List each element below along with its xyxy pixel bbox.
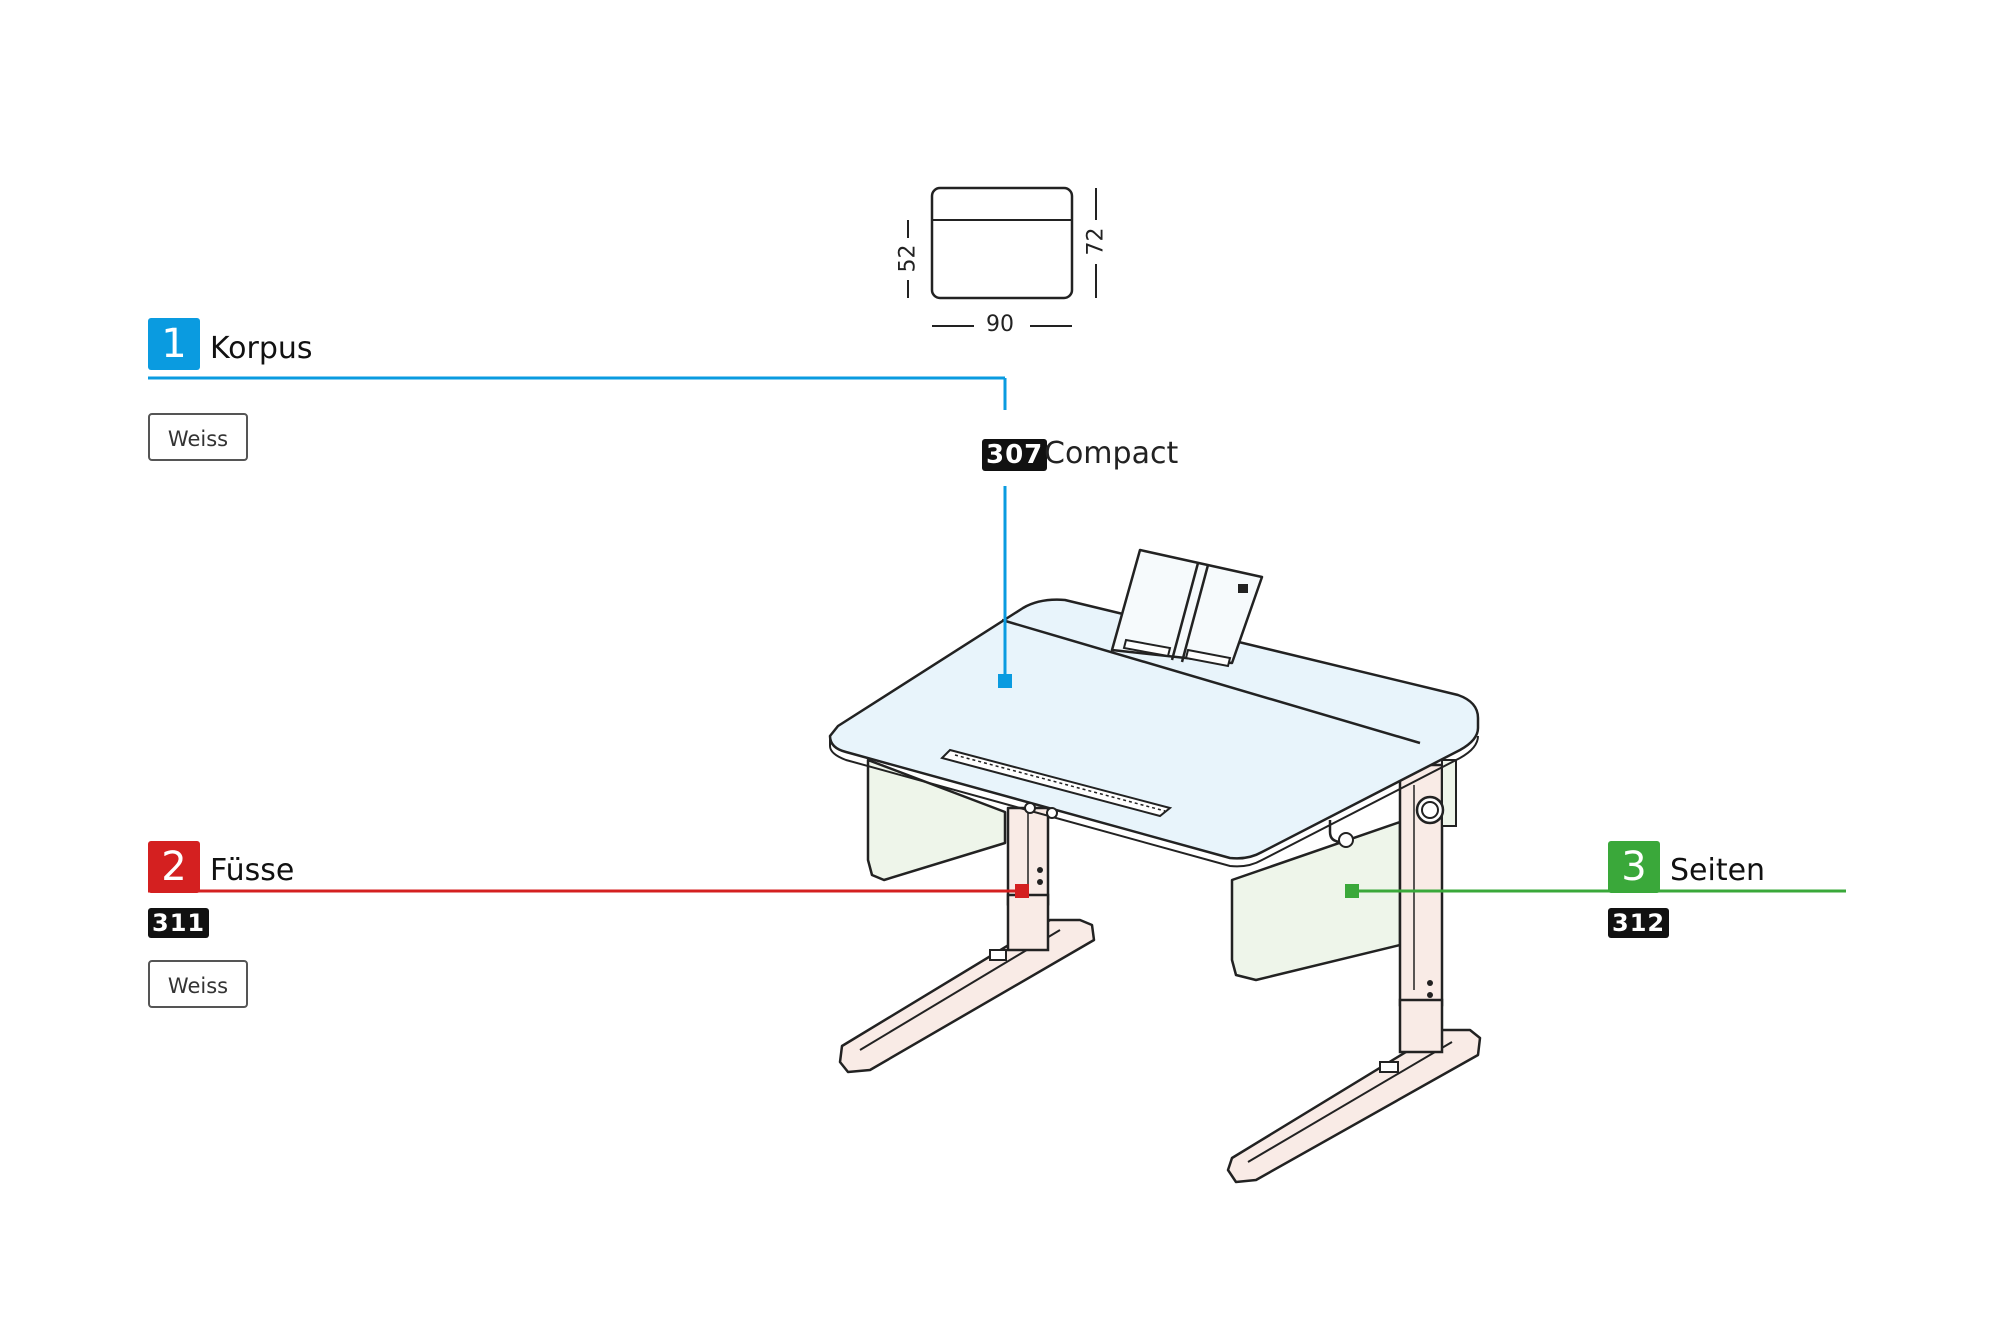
korpus-color-option-button[interactable]: Weiss [148,413,248,461]
width-dimension-label: 90 [986,312,1014,337]
dimension-diagram [907,186,1097,327]
section-number-badge-1: 1 [148,318,200,370]
left-side-panel [866,758,1007,882]
right-leg-column [1398,759,1457,1054]
section-number-badge-2: 2 [148,841,200,893]
section-label-seiten: Seiten [1670,853,1766,888]
seiten-code-badge: 312 [1608,908,1670,938]
seiten-leader-line [1345,884,1846,898]
right-foot [1226,1028,1482,1184]
section-label-fuesse: Füsse [210,853,295,888]
left-foot [838,918,1096,1074]
fuesse-leader-line [148,884,1029,898]
desk-top-view-outline [930,186,1074,300]
section-label-korpus: Korpus [210,331,313,366]
book-stand [1110,548,1264,668]
product-name: Compact [1044,436,1179,471]
product-code-badge: 307 [982,439,1048,471]
fuesse-code-badge: 311 [148,908,210,938]
desktop-surface [828,598,1480,868]
fuesse-color-option-button[interactable]: Weiss [148,960,248,1008]
section-number-badge-3: 3 [1608,841,1660,893]
left-leg-column [1006,806,1050,952]
korpus-leader-line [148,376,1012,688]
